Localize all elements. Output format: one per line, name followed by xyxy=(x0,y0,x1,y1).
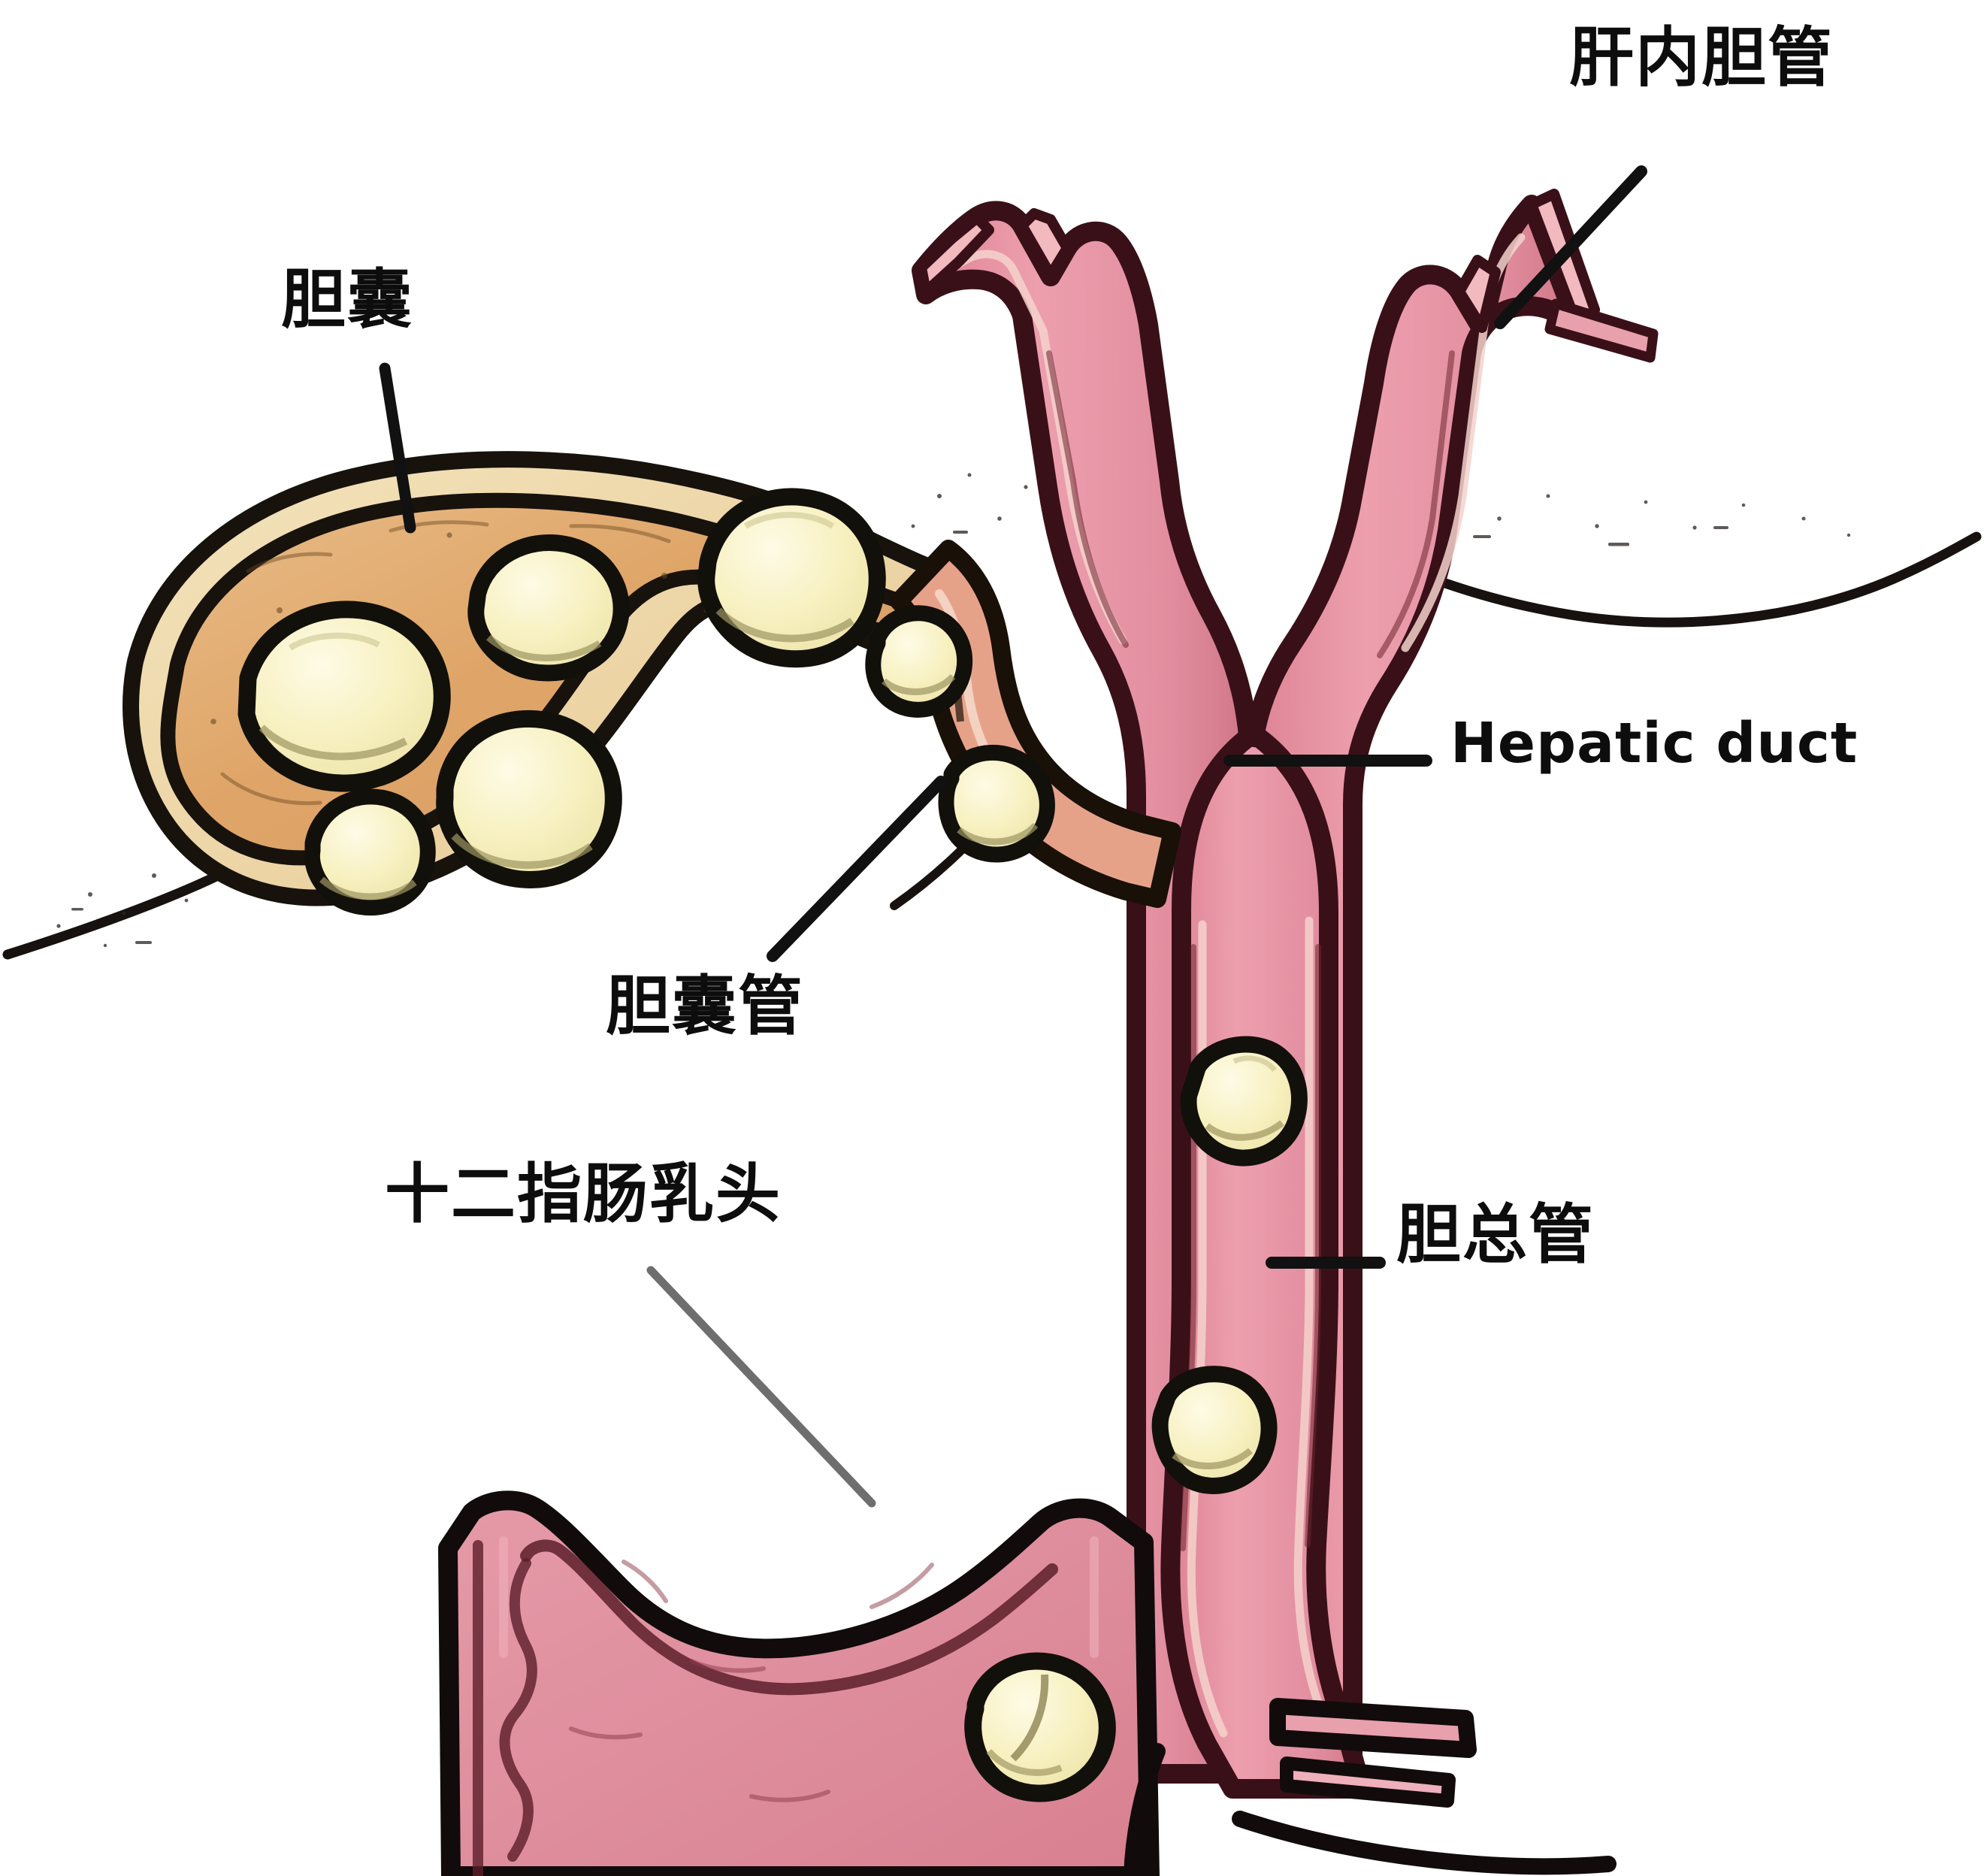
leader-line-cystic-duct xyxy=(767,776,947,962)
ampulla-region xyxy=(964,1652,1617,1876)
gallbladder xyxy=(122,451,957,916)
leader-line-intrahepatic xyxy=(1494,165,1647,329)
gallbladder-stones xyxy=(237,488,886,916)
duodenum xyxy=(438,1490,1160,1876)
cystic-duct-stones xyxy=(865,605,1055,863)
cystic-duct xyxy=(865,540,1181,908)
label-cystic-duct: 胆囊管 xyxy=(606,969,804,1044)
leader-line-gallbladder xyxy=(379,362,416,534)
leader-line-papilla xyxy=(646,1266,876,1508)
cbd-stones xyxy=(1151,1036,1308,1494)
label-hepatic-duct: Hepatic duct xyxy=(1450,711,1858,776)
label-intrahepatic-bile-duct: 肝内胆管 xyxy=(1569,20,1834,95)
label-gallbladder: 胆囊 xyxy=(281,262,413,337)
leader-lines xyxy=(379,165,1647,1508)
label-common-bile-duct: 胆总管 xyxy=(1396,1197,1595,1272)
label-duodenal-papilla: 十二指肠乳头 xyxy=(385,1157,782,1232)
